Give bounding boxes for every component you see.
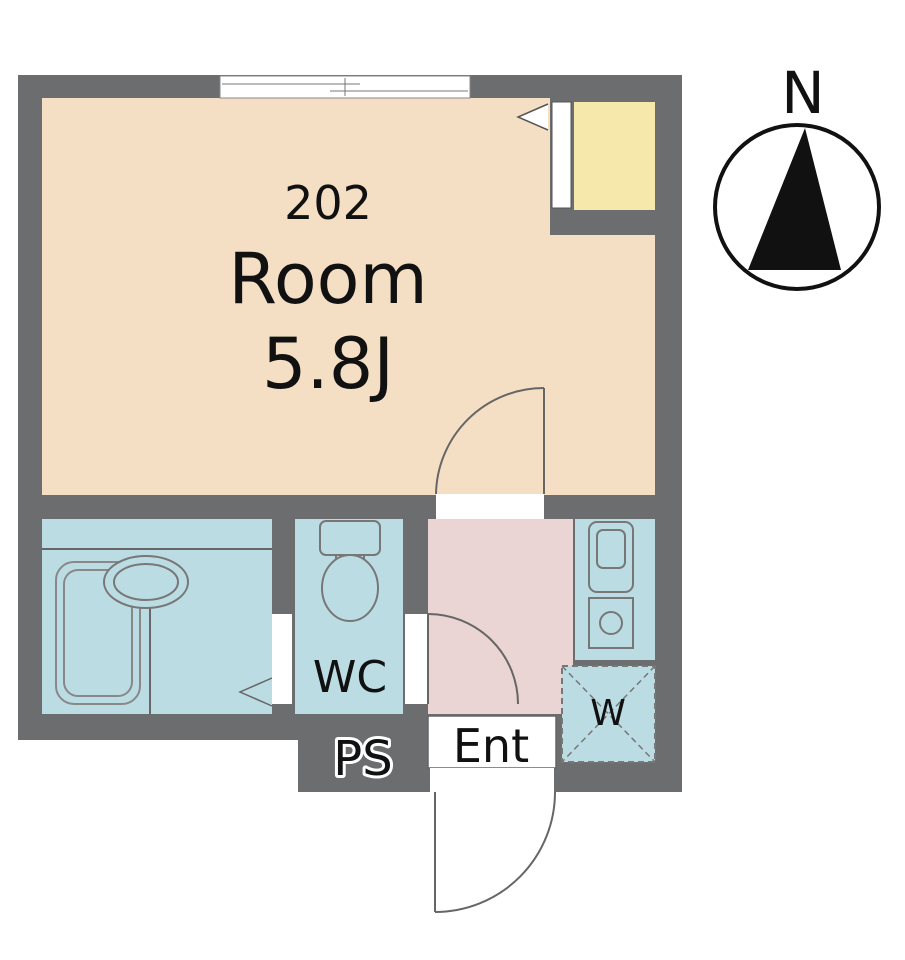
toilet-bowl <box>321 554 379 622</box>
pipe-space-label: PS <box>333 731 392 787</box>
window <box>219 75 471 99</box>
room-label: Room <box>228 238 427 320</box>
unit-number: 202 <box>284 176 372 230</box>
closet <box>574 102 655 210</box>
room-door <box>435 387 545 519</box>
stove <box>588 597 634 649</box>
toilet-tank <box>319 520 381 556</box>
entrance-step <box>427 715 557 769</box>
bathroom <box>42 519 273 714</box>
bath-door <box>272 614 292 704</box>
closet-door-arrow <box>516 103 549 131</box>
north-arrow-icon <box>748 128 841 270</box>
kitchenette <box>575 519 655 660</box>
entrance-label: Ent <box>453 719 529 773</box>
sink <box>588 521 634 593</box>
entrance-hall <box>427 519 573 714</box>
washer-space <box>561 665 656 763</box>
bath-door-arrow <box>238 677 273 707</box>
wc <box>295 519 403 714</box>
washer-label: W <box>590 693 626 734</box>
toilet-label: WC <box>313 652 387 703</box>
bathtub <box>55 561 141 705</box>
room-size: 5.8J <box>262 323 394 405</box>
wc-door <box>405 614 427 704</box>
north-label: N <box>781 59 824 127</box>
compass: N <box>713 59 881 291</box>
front-door <box>430 768 556 913</box>
closet-door <box>551 101 572 209</box>
